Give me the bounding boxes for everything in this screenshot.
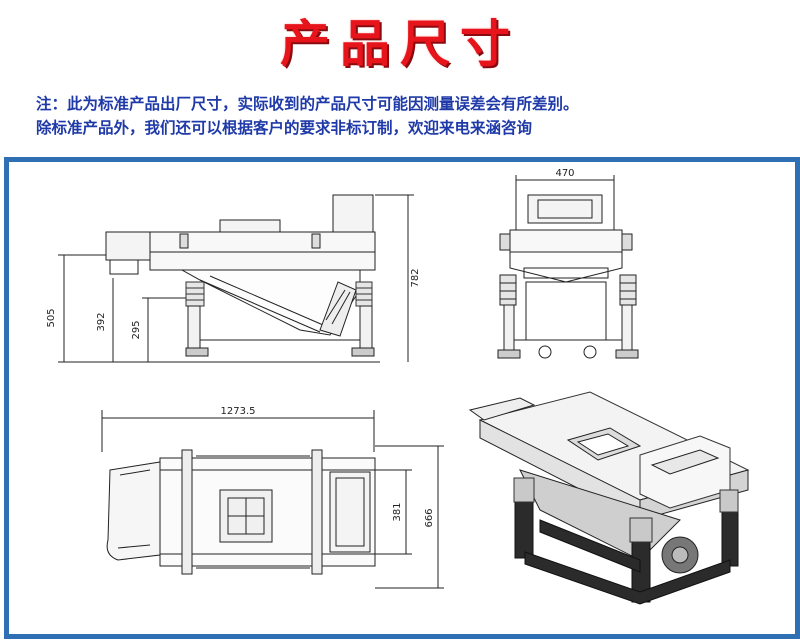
page-title: 产品尺寸 [280,15,520,73]
dim-392-label: 392 [96,312,107,331]
dim-1273-5-label: 1273.5 [221,406,256,417]
side-view-drawing [497,175,639,359]
dim-295-label: 295 [131,320,142,339]
top-view-drawing [101,410,444,589]
note-line-1: 注：此为标准产品出厂尺寸，实际收到的产品尺寸可能因测量误差会有所差别。 [36,95,579,113]
dim-666-label: 666 [424,508,435,527]
dim-782-label: 782 [410,268,421,287]
dim-381-label: 381 [392,502,403,521]
isometric-view-drawing [468,391,750,605]
dim-505-label: 505 [46,308,57,327]
note-line-2: 除标准产品外，我们还可以根据客户的要求非标订制，欢迎来电来涵咨询 [36,119,533,137]
front-view-drawing [58,194,414,363]
dim-470-label: 470 [555,168,574,179]
